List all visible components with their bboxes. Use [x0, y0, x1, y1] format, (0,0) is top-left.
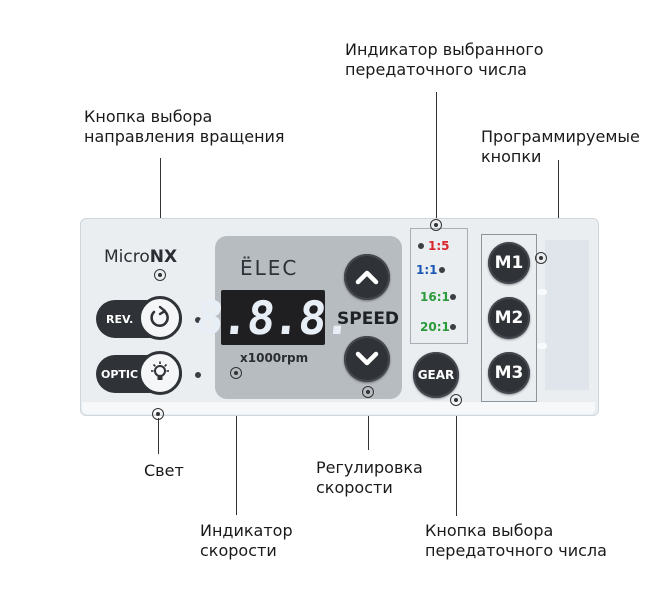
ratio-1-1: 1:1 — [416, 263, 438, 277]
label-gear-button: Кнопка выбора передаточного числа — [425, 521, 607, 560]
ratio-led-1-1 — [439, 267, 445, 273]
ratio-1-5: 1:5 — [428, 239, 450, 253]
rotate-icon[interactable] — [138, 296, 182, 340]
callout-gear-button — [450, 394, 462, 406]
rpm-unit-label: x1000rpm — [240, 351, 309, 365]
speed-up-button[interactable] — [344, 254, 390, 300]
callout-gear-indicator — [430, 219, 442, 231]
speed-down-button[interactable] — [344, 336, 390, 382]
ratio-led-16-1 — [450, 294, 456, 300]
memory-slot-2 — [537, 343, 547, 349]
leader-gear-button — [456, 404, 457, 516]
callout-direction — [154, 269, 166, 281]
speed-display: 8.8.8. — [193, 290, 353, 345]
memory-button-m3[interactable]: M3 — [488, 352, 530, 394]
leader-speed-indicator — [236, 377, 237, 515]
leader-direction — [160, 158, 161, 266]
leader-programmable-v — [558, 160, 559, 258]
gear-button[interactable]: GEAR — [413, 352, 459, 398]
callout-speed-indicator — [230, 367, 242, 379]
callout-speed-control — [362, 386, 374, 398]
label-direction-button: Кнопка выбора направления вращения — [84, 107, 285, 146]
maker-logo: ËLEC — [240, 256, 299, 280]
chevron-up-icon — [355, 270, 379, 285]
leader-light — [158, 418, 159, 454]
label-gear-indicator: Индикатор выбранного передаточного числа — [345, 40, 544, 79]
ratio-led-20-1 — [450, 324, 456, 330]
speed-display-digits: 8.8.8. — [193, 290, 353, 345]
chevron-down-icon — [355, 351, 379, 366]
ratio-16-1: 16:1 — [420, 290, 450, 304]
ratio-led-1-5 — [418, 243, 424, 249]
callout-programmable — [535, 252, 547, 264]
memory-slot-1 — [537, 289, 547, 295]
memory-button-m1[interactable]: M1 — [488, 242, 530, 284]
optic-led — [195, 372, 201, 378]
panel-base — [82, 402, 595, 414]
callout-light — [152, 408, 164, 420]
lightbulb-icon[interactable] — [138, 351, 182, 395]
rev-led — [195, 317, 201, 323]
label-speed-indicator: Индикатор скорости — [200, 521, 293, 560]
lightbulb-icon-glyph — [151, 361, 169, 380]
speed-label: SPEED — [337, 309, 400, 329]
memory-buttons-group — [481, 234, 537, 402]
memory-button-m2[interactable]: M2 — [488, 297, 530, 339]
label-speed-control: Регулировка скорости — [316, 458, 423, 497]
memory-panel-backdrop — [545, 240, 589, 390]
label-light: Свет — [144, 461, 184, 480]
rotate-icon-glyph — [150, 305, 169, 327]
brand-logo: MicroNX — [104, 247, 178, 267]
leader-gear-indicator — [436, 92, 437, 222]
leader-speed-control — [368, 396, 369, 450]
ratio-20-1: 20:1 — [420, 320, 450, 334]
label-programmable-buttons: Программируемые кнопки — [481, 127, 640, 166]
